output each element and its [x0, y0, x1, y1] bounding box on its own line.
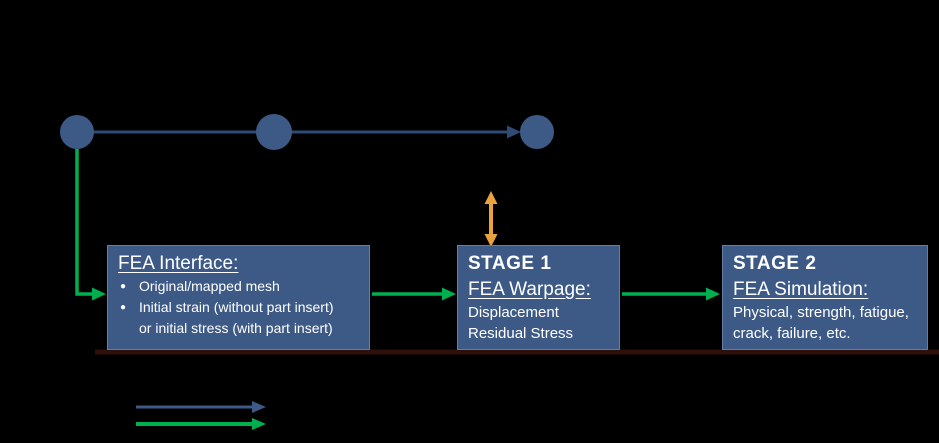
stage2-body-line1: Physical, strength, fatigue, — [733, 304, 909, 321]
fea-interface-bullet-2-text: Initial strain (without part insert) or … — [139, 297, 363, 339]
stage2-body: Physical, strength, fatigue, crack, fail… — [733, 302, 921, 344]
legend-blue-arrowhead-icon — [252, 401, 266, 413]
orange-arrowhead-up-icon — [484, 191, 498, 204]
fea-interface-bullet-2-line1: Initial strain (without part insert) — [139, 299, 334, 315]
fea-interface-bullet-2: ● Initial strain (without part insert) o… — [118, 297, 363, 339]
green-arrowhead-box3-icon — [706, 287, 720, 301]
legend-green-arrowhead-icon — [252, 418, 266, 430]
dark-red-accent-band — [95, 349, 939, 355]
stage1-line-residual-stress: Residual Stress — [468, 325, 574, 342]
green-arrowhead-box2-icon — [442, 287, 456, 301]
stage2-body-line2: crack, failure, etc. — [733, 325, 851, 342]
green-elbow-connector — [75, 149, 93, 296]
stage2-box: STAGE 2 FEA Simulation: Physical, streng… — [722, 245, 928, 350]
fea-interface-bullet-2-line2: or initial stress (with part insert) — [139, 320, 333, 336]
stage2-label: STAGE 2 — [733, 253, 817, 274]
process-node-circle-3 — [520, 115, 554, 149]
stage2-title: FEA Simulation: — [733, 279, 869, 300]
top-flow-arrowhead-icon — [507, 125, 521, 139]
stage1-title: FEA Warpage: — [468, 279, 591, 300]
process-node-circle-2 — [256, 114, 292, 150]
fea-interface-box: FEA Interface: ● Original/mapped mesh ● … — [107, 245, 370, 350]
stage1-label: STAGE 1 — [468, 253, 552, 274]
bullet-dot-icon: ● — [120, 281, 127, 292]
green-elbow-arrowhead-icon — [92, 287, 106, 301]
orange-arrowhead-down-icon — [484, 234, 498, 247]
bullet-dot-icon: ● — [120, 302, 127, 313]
fea-interface-title: FEA Interface: — [118, 253, 239, 274]
stage1-line-displacement: Displacement — [468, 304, 559, 321]
fea-interface-bullet-1-text: Original/mapped mesh — [139, 278, 280, 294]
process-node-circle-1 — [60, 115, 94, 149]
fea-interface-bullet-1: ● Original/mapped mesh — [118, 276, 363, 297]
stage1-box: STAGE 1 FEA Warpage: Displacement Residu… — [457, 245, 620, 350]
